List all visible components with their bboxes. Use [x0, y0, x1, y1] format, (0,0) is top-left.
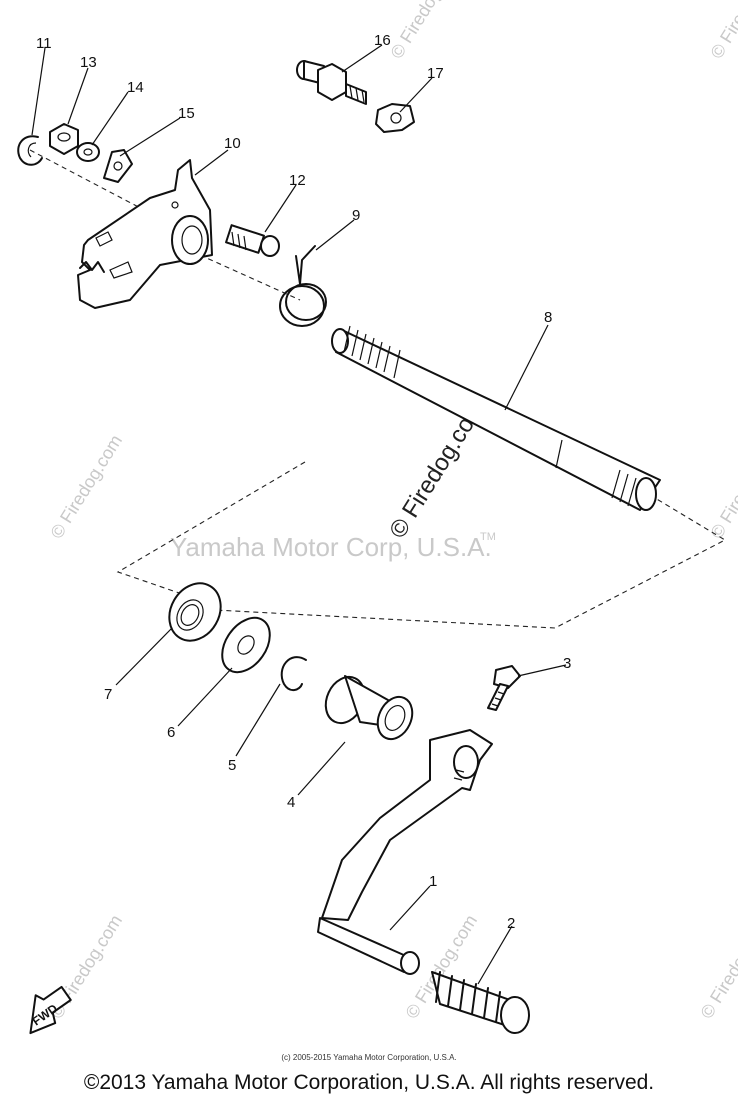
site-watermark-5: © Firedog.com	[706, 431, 738, 542]
watermark-layer: Yamaha Motor Corp, U.S.A. TM © Firedog.c…	[46, 0, 738, 1022]
label-part-5: 5	[228, 757, 236, 774]
label-part-3: 3	[563, 655, 571, 672]
part-9-spring	[279, 245, 327, 327]
part-8-shift-shaft	[331, 325, 661, 511]
trademark-watermark: TM	[480, 531, 496, 543]
label-part-6: 6	[167, 724, 175, 741]
part-10-shift-arm	[77, 159, 213, 309]
site-watermark-7: © Firedog.com	[706, 0, 738, 62]
label-part-1: 1	[429, 873, 437, 890]
fwd-arrow: FWD	[29, 985, 72, 1035]
assembly-guide-lines	[29, 149, 727, 629]
label-part-14: 14	[127, 79, 144, 96]
leader-lines	[31, 44, 567, 985]
part-16-stopper-bolt	[296, 60, 367, 105]
copyright-small: (c) 2005-2015 Yamaha Motor Corporation, …	[281, 1053, 457, 1062]
label-part-17: 17	[427, 65, 444, 82]
label-part-16: 16	[374, 32, 391, 49]
site-watermark-4: © Firedog.com	[696, 911, 738, 1022]
part-1-shift-pedal	[317, 729, 493, 975]
part-7-oil-seal	[168, 582, 222, 642]
part-number-labels: 1 2 3 4 5 6 7 8 9 10 11 12 13 14 15 16 1…	[36, 32, 571, 932]
part-13-collar	[49, 123, 79, 155]
copyright-main: ©2013 Yamaha Motor Corporation, U.S.A. A…	[83, 1071, 655, 1094]
part-17-lock-washer	[375, 103, 415, 133]
label-part-4: 4	[287, 794, 295, 811]
part-6-washer	[221, 616, 271, 674]
site-watermark-6: © Firedog.com	[386, 0, 466, 62]
part-11-circlip	[17, 135, 43, 166]
label-part-9: 9	[352, 207, 360, 224]
label-part-13: 13	[80, 54, 97, 71]
label-part-12: 12	[289, 172, 306, 189]
part-4-collar	[324, 675, 414, 741]
part-14-washer	[76, 142, 100, 162]
part-2-pedal-rubber	[431, 971, 530, 1034]
label-part-8: 8	[544, 309, 552, 326]
part-5-circlip	[280, 656, 307, 691]
part-15-lock-washer	[103, 149, 133, 183]
center-watermark: Yamaha Motor Corp, U.S.A.	[170, 532, 492, 562]
part-3-bolt	[487, 665, 521, 711]
part-12-pin	[225, 224, 280, 257]
label-part-11: 11	[36, 35, 52, 52]
label-part-10: 10	[224, 135, 241, 152]
site-watermark-1: © Firedog.com	[46, 431, 126, 542]
label-part-15: 15	[178, 105, 195, 122]
label-part-2: 2	[507, 915, 515, 932]
label-part-7: 7	[104, 686, 112, 703]
